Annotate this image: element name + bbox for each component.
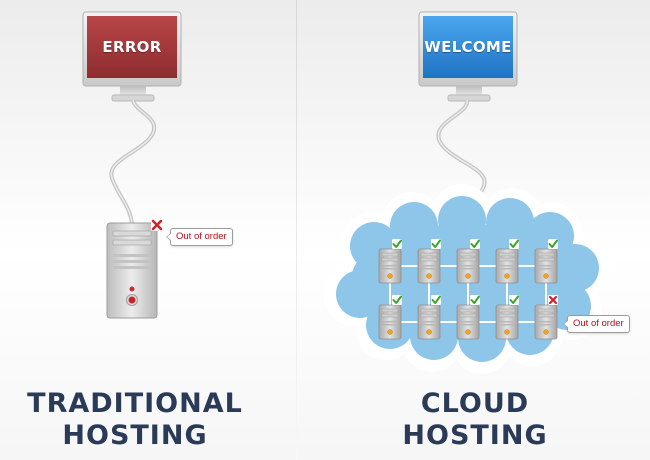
welcome-screen — [423, 16, 513, 78]
cloud-server-grid — [378, 248, 558, 340]
error-monitor — [82, 11, 182, 102]
out-of-order-callout-traditional: Out of order — [166, 228, 233, 246]
green-check-icon — [392, 295, 402, 305]
green-check-icon — [548, 239, 558, 249]
cloud-status-icons — [392, 239, 558, 305]
cloud-heading-line2: HOSTING — [402, 420, 548, 451]
green-check-icon — [431, 239, 441, 249]
cloud-server — [534, 304, 558, 340]
cloud-server — [495, 304, 519, 340]
cloud-hosting-heading: CLOUD HOSTING — [380, 388, 570, 452]
welcome-screen-label: WELCOME — [424, 38, 512, 56]
out-of-order-callout-cloud: Out of order — [563, 315, 630, 333]
cloud-server — [417, 248, 441, 284]
green-check-icon — [509, 239, 519, 249]
error-screen-label: ERROR — [102, 38, 162, 56]
green-check-icon — [470, 239, 480, 249]
cloud-server — [378, 248, 402, 284]
green-check-icon — [431, 295, 441, 305]
panel-divider — [296, 0, 297, 460]
green-check-icon — [509, 295, 519, 305]
traditional-heading-line2: HOSTING — [62, 420, 208, 451]
traditional-heading-line1: TRADITIONAL — [27, 388, 243, 419]
cloud-server — [495, 248, 519, 284]
cloud-server — [456, 304, 480, 340]
cloud-heading-line1: CLOUD — [420, 388, 530, 419]
red-x-icon — [151, 219, 163, 231]
cloud-server — [378, 304, 402, 340]
green-check-icon — [392, 239, 402, 249]
red-x-icon — [548, 295, 558, 305]
green-check-icon — [470, 295, 480, 305]
server-tower — [106, 222, 158, 319]
error-screen — [87, 16, 177, 78]
welcome-monitor — [418, 11, 518, 102]
cloud-server — [417, 304, 441, 340]
cloud-server — [456, 248, 480, 284]
traditional-hosting-heading: TRADITIONAL HOSTING — [0, 388, 270, 452]
cloud-server — [534, 248, 558, 284]
